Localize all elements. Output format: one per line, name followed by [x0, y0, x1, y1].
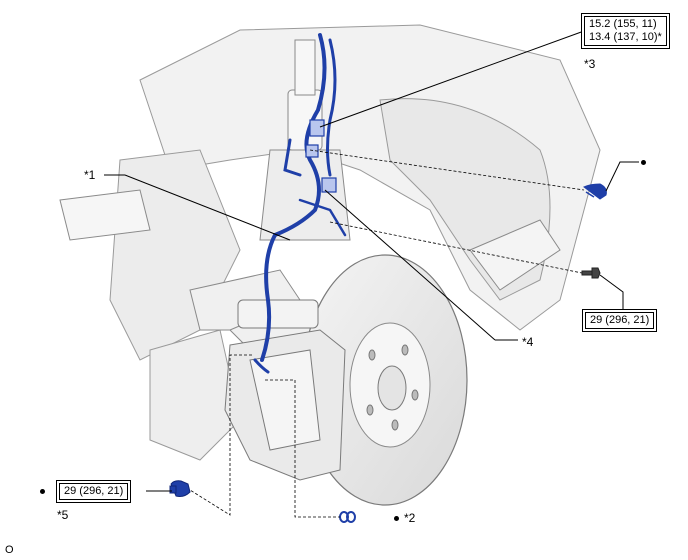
- bolt-icon: [581, 267, 601, 279]
- figure-code: O: [5, 544, 14, 556]
- torque-spec-box-right: 29 (296, 21): [582, 309, 658, 332]
- dashed-guide-lines: [189, 149, 585, 518]
- bullet-dot-union-bolt: [40, 489, 45, 494]
- callout-5: *5: [57, 508, 69, 522]
- torque-spec-left: 29 (296, 21): [59, 483, 129, 500]
- bullet-dot-gasket: [394, 516, 399, 521]
- gasket-icon: [339, 511, 356, 523]
- flexible-hose-icon: [253, 33, 347, 374]
- torque-spec-box-top: 15.2 (155, 11) 13.4 (137, 10)*: [581, 13, 670, 49]
- union-bolt-icon: [169, 480, 191, 497]
- torque-spec-top-line2: 13.4 (137, 10)*: [589, 31, 662, 43]
- callout-1: *1: [84, 168, 96, 182]
- callout-2: *2: [404, 511, 416, 525]
- hose-bracket-icon: [305, 119, 337, 193]
- clip-icon: [583, 183, 607, 200]
- bullet-dot-clip: [641, 160, 646, 165]
- torque-spec-top-line1: 15.2 (155, 11): [589, 18, 657, 30]
- leader-lines: [104, 30, 639, 492]
- brake-disc-icon: [302, 254, 468, 506]
- callout-3: *3: [584, 57, 596, 71]
- callout-4: *4: [522, 335, 534, 349]
- torque-spec-right: 29 (296, 21): [585, 312, 655, 329]
- brake-caliper-icon: [224, 299, 346, 481]
- torque-spec-top: 15.2 (155, 11) 13.4 (137, 10)*: [584, 16, 667, 46]
- torque-spec-box-left: 29 (296, 21): [56, 480, 132, 503]
